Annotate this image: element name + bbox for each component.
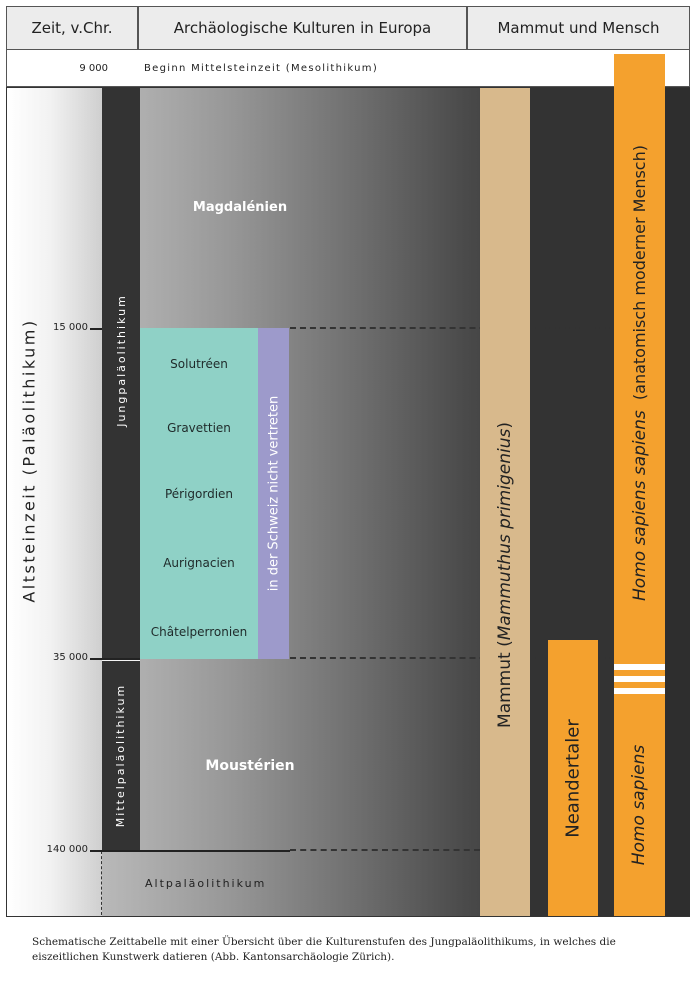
mesolithic-time: 9 000 <box>79 63 108 74</box>
altpalaeolithikum-dashed-line <box>101 851 102 915</box>
period-altpalaeolithikum: Altpaläolithikum <box>145 877 267 890</box>
header-time: Zeit, v.Chr. <box>6 6 138 50</box>
culture-magdalenien: Magdalénien <box>192 200 288 215</box>
period-jungpalaeolithikum: Jungpaläolithikum <box>114 293 128 427</box>
dashed-line-140000 <box>290 849 480 851</box>
time-tick-15000: 15 000 <box>53 322 88 333</box>
dashed-line-15000 <box>290 327 665 329</box>
header-cultures: Archäologische Kulturen in Europa <box>138 6 467 50</box>
culture-perigordien: Périgordien <box>164 487 234 501</box>
hs-label-wrap: Homo sapiens <box>614 700 665 910</box>
hs-label: Homo sapiens <box>629 744 650 866</box>
dashed-line-35000 <box>290 657 665 659</box>
transition-stripe-3 <box>614 688 665 694</box>
far-right-band <box>665 88 690 916</box>
tick-mark-35000 <box>90 658 140 660</box>
culture-aurignacien: Aurignacien <box>163 556 235 570</box>
neandertaler-bar <box>548 640 598 916</box>
mittelpalaeolithikum-bar <box>102 659 140 850</box>
culture-gravettien: Gravettien <box>167 421 231 435</box>
homo-sapiens-bar <box>614 54 665 916</box>
mammoth-bar <box>480 88 530 916</box>
neandertaler-label: Neandertaler <box>562 718 584 838</box>
tick-mark-15000 <box>90 328 102 330</box>
time-tick-35000: 35 000 <box>53 652 88 663</box>
jungpalaeolithikum-bar <box>102 88 140 659</box>
neandertaler-label-wrap: Neandertaler <box>548 640 598 916</box>
tick-mark-140000 <box>90 850 290 852</box>
hss-label: Homo sapiens sapiens (anatomisch moderne… <box>629 144 650 601</box>
hss-label-wrap: Homo sapiens sapiens (anatomisch moderne… <box>614 90 665 655</box>
culture-chatelperronien: Châtelperronien <box>150 625 248 639</box>
not-represented-bar <box>258 328 289 659</box>
not-represented-label-wrap: in der Schweiz nicht vertreten <box>258 328 289 659</box>
left-gradient-band <box>7 88 102 916</box>
mesolithic-label: Beginn Mittelsteinzeit (Mesolithikum) <box>144 63 379 74</box>
mesolithic-row <box>6 50 690 87</box>
culture-solutreen: Solutréen <box>170 357 228 371</box>
time-tick-140000: 140 000 <box>46 844 88 855</box>
header-mammoth-human: Mammut und Mensch <box>467 6 690 50</box>
transition-stripe-2 <box>614 676 665 682</box>
mammoth-label-wrap: Mammut (Mammuthus primigenius) <box>480 250 530 900</box>
mammoth-label: Mammut (Mammuthus primigenius) <box>495 422 516 728</box>
culture-mousterien: Moustérien <box>205 758 295 774</box>
period-mittelpalaeolithikum: Mittelpaläolithikum <box>114 683 128 827</box>
not-represented-label: in der Schweiz nicht vertreten <box>266 395 282 592</box>
upper-cultures-box <box>140 328 258 659</box>
transition-stripe-1 <box>614 664 665 670</box>
figure-caption: Schematische Zeittabelle mit einer Übers… <box>32 936 616 963</box>
